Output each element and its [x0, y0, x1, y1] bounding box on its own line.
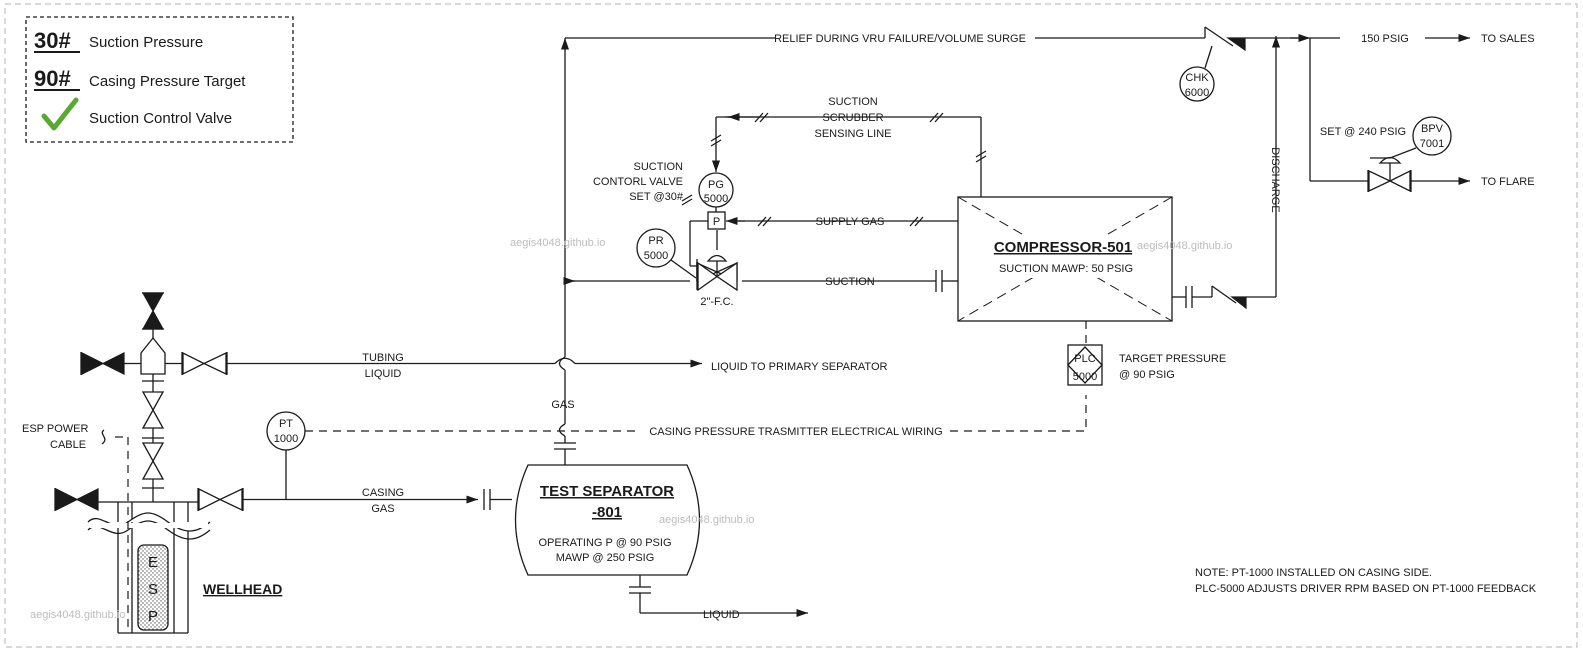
suction-line: SUCTION: [563, 270, 958, 292]
sensing-label-2: SCRUBBER: [822, 112, 883, 124]
tubing-line: TUBING LIQUID LIQUID TO PRIMARY SEPARATO…: [362, 352, 887, 380]
separator-vessel: [514, 464, 701, 576]
watermarks: aegis4048.github.io aegis4048.github.io …: [30, 237, 1232, 621]
esp-cable-label-1: ESP POWER: [22, 423, 88, 435]
note-line-1: NOTE: PT-1000 INSTALLED ON CASING SIDE.: [1195, 567, 1432, 579]
tubing-label-1: TUBING: [362, 352, 404, 364]
pilot-label: P: [713, 216, 720, 228]
watermark-3: aegis4048.github.io: [659, 514, 754, 526]
valve-size-label: 2"-F.C.: [700, 296, 733, 308]
sensing-label-1: SUCTION: [828, 96, 878, 108]
wellhead-label: WELLHEAD: [203, 581, 282, 597]
set-240-label: SET @ 240 PSIG: [1320, 126, 1406, 138]
suction-label: SUCTION: [825, 276, 875, 288]
tubing-label-2: LIQUID: [365, 368, 402, 380]
chk-num: 6000: [1185, 87, 1209, 99]
compressor: COMPRESSOR-501 SUCTION MAWP: 50 PSIG PLC…: [957, 36, 1281, 386]
wellhead-tee: [140, 336, 166, 375]
target-label-1: TARGET PRESSURE: [1119, 353, 1226, 365]
master-valve-lower: [141, 442, 165, 480]
legend-label-suction: Suction Pressure: [89, 34, 203, 51]
liquid-label: LIQUID: [703, 609, 740, 621]
sensing-label-3: SENSING LINE: [814, 128, 891, 140]
esp-letter-p: P: [148, 608, 158, 625]
note-line-2: PLC-5000 ADJUSTS DRIVER RPM BASED ON PT-…: [1195, 583, 1537, 595]
bpv-tag: BPV: [1421, 123, 1444, 135]
pt-num: 1000: [274, 433, 298, 445]
watermark-4: aegis4048.github.io: [30, 609, 125, 621]
casing-line: CASING GAS PT 1000: [266, 411, 512, 515]
discharge-label: DISCHARGE: [1269, 147, 1281, 212]
casing-wiring-label: CASING PRESSURE TRASMITTER ELECTRICAL WI…: [649, 426, 942, 438]
gas-label: GAS: [551, 399, 574, 411]
legend: 30# Suction Pressure 90# Casing Pressure…: [25, 16, 294, 143]
separator-title-1: TEST SEPARATOR: [540, 483, 674, 500]
relief-label: RELIEF DURING VRU FAILURE/VOLUME SURGE: [774, 33, 1026, 45]
bpv-num: 7001: [1420, 138, 1444, 150]
esp-pump: [137, 544, 169, 631]
to-flare-label: TO FLARE: [1481, 176, 1535, 188]
casing-gas-label-1: CASING: [362, 487, 404, 499]
wellhead-top-valve: [141, 292, 165, 330]
pg-num: 5000: [704, 193, 728, 205]
check-icon: [41, 97, 79, 131]
wellhead: E S P ESP POWER CABLE WELLHEAD: [22, 292, 555, 634]
separator-line-1: OPERATING P @ 90 PSIG: [538, 537, 671, 549]
bpv-7001: [1412, 116, 1452, 156]
left-casing-valve: [55, 488, 99, 511]
outer-frame: [4, 3, 1578, 648]
test-separator: TEST SEPARATOR -801 OPERATING P @ 90 PSI…: [514, 37, 808, 621]
chk-6000: [1179, 66, 1215, 102]
pg-5000-gauge: [698, 172, 734, 208]
casing-gas-label-2: GAS: [371, 503, 394, 515]
supply-gas-line: SUPPLY GAS: [726, 216, 958, 228]
pr-num: 5000: [644, 250, 668, 262]
relief-line: RELIEF DURING VRU FAILURE/VOLUME SURGE C…: [565, 26, 1535, 193]
ctrl-valve-label-3: SET @30#: [629, 191, 684, 203]
compressor-title: COMPRESSOR-501: [994, 239, 1132, 256]
pr-tag: PR: [648, 235, 663, 247]
casing-wiring: CASING PRESSURE TRASMITTER ELECTRICAL WI…: [305, 395, 1087, 438]
liquid-primary-label: LIQUID TO PRIMARY SEPARATOR: [711, 361, 888, 373]
valve-actuator: [706, 254, 728, 262]
compressor-sub: SUCTION MAWP: 50 PSIG: [999, 263, 1133, 275]
esp-letter-s: S: [148, 581, 158, 598]
watermark-1: aegis4048.github.io: [510, 237, 605, 249]
plc-tag: PLC: [1074, 353, 1095, 365]
target-label-2: @ 90 PSIG: [1119, 369, 1175, 381]
notes: NOTE: PT-1000 INSTALLED ON CASING SIDE. …: [1195, 567, 1537, 595]
sensing-line: SUCTION SCRUBBER SENSING LINE: [710, 96, 987, 197]
supply-gas-label: SUPPLY GAS: [816, 216, 885, 228]
left-wing-valve: [81, 352, 125, 375]
separator-title-2: -801: [592, 504, 622, 521]
sales-pressure-label: 150 PSIG: [1361, 33, 1409, 45]
watermark-2: aegis4048.github.io: [1137, 240, 1232, 252]
right-wing-valve: [182, 351, 227, 376]
ctrl-valve-label-2: CONTORL VALVE: [593, 176, 683, 188]
chk-tag: CHK: [1185, 72, 1209, 84]
pt-tag: PT: [279, 418, 293, 430]
legend-label-valve: Suction Control Valve: [89, 110, 232, 127]
legend-key-suction: 30#: [34, 28, 71, 53]
ctrl-valve-label-1: SUCTION: [634, 161, 684, 173]
master-valve-upper: [141, 391, 165, 429]
legend-label-casing: Casing Pressure Target: [89, 73, 246, 90]
pg-tag: PG: [708, 179, 724, 191]
to-sales-label: TO SALES: [1481, 33, 1535, 45]
legend-box: [25, 16, 294, 143]
esp-cable-label-2: CABLE: [50, 439, 86, 451]
esp-letter-e: E: [148, 554, 158, 571]
plc-num: 5000: [1073, 371, 1097, 383]
suction-control-valve: 2"-F.C. P PG 5000 PR 5000 SUCTION CONTOR…: [593, 161, 738, 308]
right-casing-valve: [198, 487, 243, 512]
legend-key-casing: 90#: [34, 66, 71, 91]
separator-line-2: MAWP @ 250 PSIG: [556, 552, 655, 564]
pr-5000-instrument: [636, 228, 676, 268]
